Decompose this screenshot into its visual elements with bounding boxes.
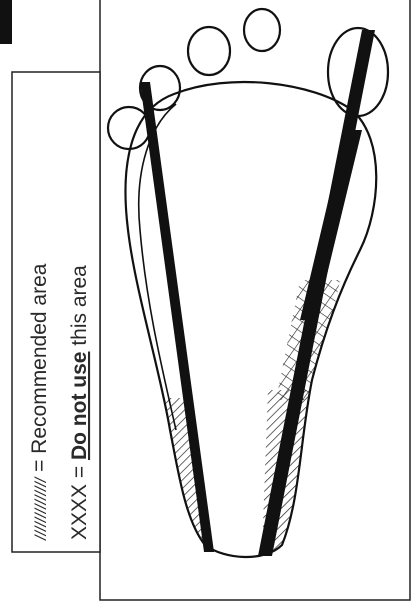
avoid-rest: this area	[68, 265, 91, 352]
legend-avoid-line: XXXX = Do not use this area	[68, 265, 91, 540]
toe-second	[244, 9, 280, 51]
avoid-emphasis: Do not use	[68, 352, 91, 461]
corner-block	[0, 0, 12, 44]
avoid-equals: =	[68, 460, 91, 484]
toe-third	[188, 27, 230, 75]
avoid-symbol: XXXX	[68, 484, 91, 540]
recommended-symbol: //////////////	[33, 476, 50, 541]
recommended-label: Recommended area	[28, 263, 51, 454]
toe-small	[108, 107, 150, 149]
recommended-equals: =	[28, 454, 51, 478]
